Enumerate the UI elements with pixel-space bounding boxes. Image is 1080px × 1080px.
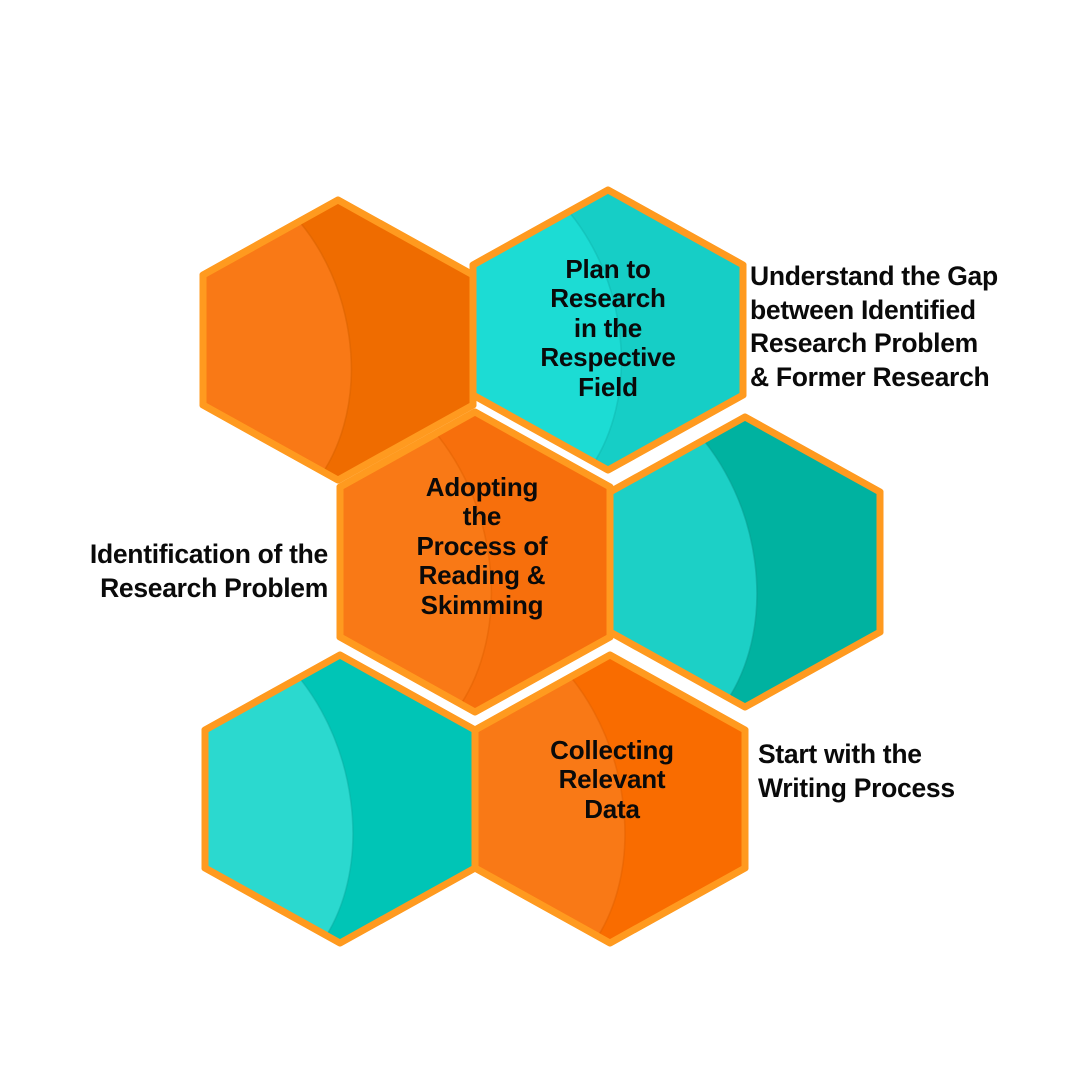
label-identification-of-the-research-problem: Identification of the Research Problem — [89, 539, 328, 603]
label-start-with-the-writing-process: Start with the Writing Process — [758, 739, 955, 803]
hex-bottom-right[interactable] — [471, 636, 796, 972]
label-understand-the-gap: Understand the Gap between Identified Re… — [750, 261, 998, 392]
